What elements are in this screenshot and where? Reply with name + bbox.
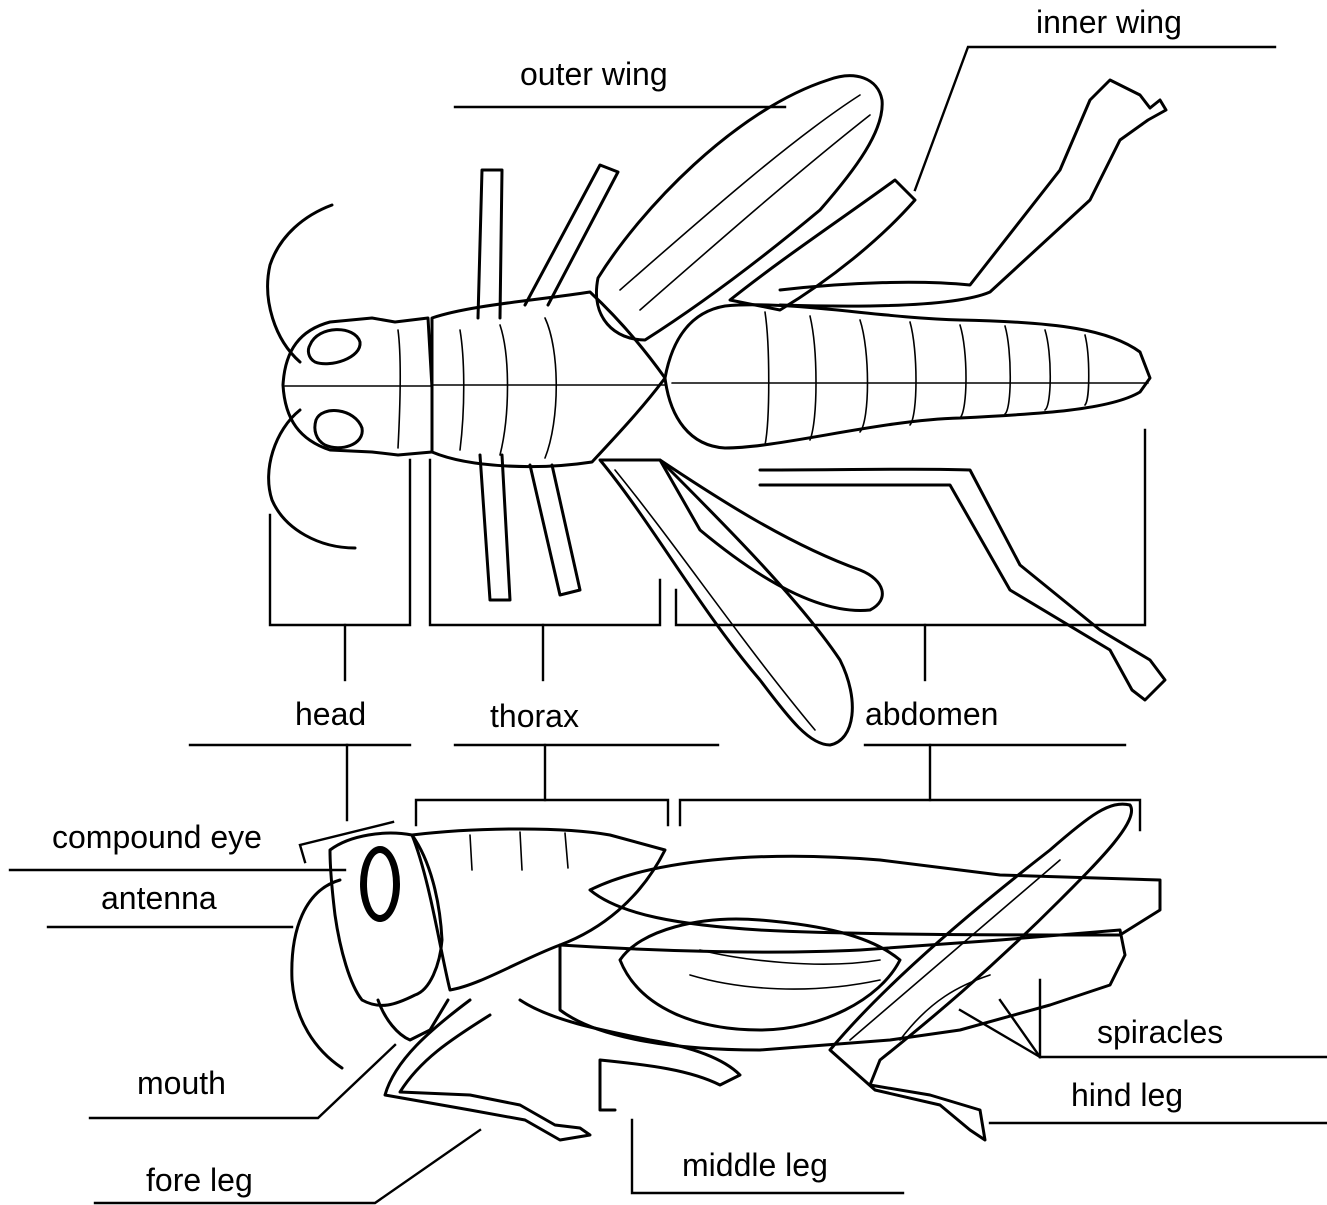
lateral-outer-wing [590,856,1160,935]
dorsal-inner-wing-lower [660,460,882,610]
dorsal-antenna-lower [269,410,355,548]
label-compound-eye: compound eye [52,819,262,855]
label-thorax: thorax [490,698,579,734]
dorsal-thorax [432,292,665,467]
dorsal-middle-leg-upper [525,165,618,305]
dorsal-eye-upper [308,330,360,364]
dorsal-inner-wing-upper [730,180,915,310]
label-middle-leg: middle leg [682,1147,828,1183]
label-inner-wing: inner wing [1036,4,1182,40]
label-antenna: antenna [101,880,217,916]
label-outer-wing: outer wing [520,56,668,92]
dorsal-abdomen [665,305,1150,448]
label-fore-leg: fore leg [146,1162,253,1198]
lateral-view-illustration [292,804,1160,1140]
lateral-middle-leg [520,1000,740,1110]
lateral-fore-leg [385,1000,590,1140]
dorsal-hind-leg-lower [760,469,1165,700]
dorsal-fore-leg-upper [478,170,502,318]
label-head: head [295,696,366,732]
label-abdomen: abdomen [865,696,998,732]
label-spiracles: spiracles [1097,1014,1223,1050]
label-hind-leg: hind leg [1071,1077,1183,1113]
lateral-inner-wing [620,919,900,1030]
labels: outer wing inner wing head thorax abdome… [52,4,1223,1198]
dorsal-fore-leg-lower [480,455,510,600]
dorsal-view-illustration [268,76,1166,745]
label-mouth: mouth [137,1065,226,1101]
dorsal-middle-leg-lower [530,465,580,595]
dorsal-eye-lower [315,411,362,448]
